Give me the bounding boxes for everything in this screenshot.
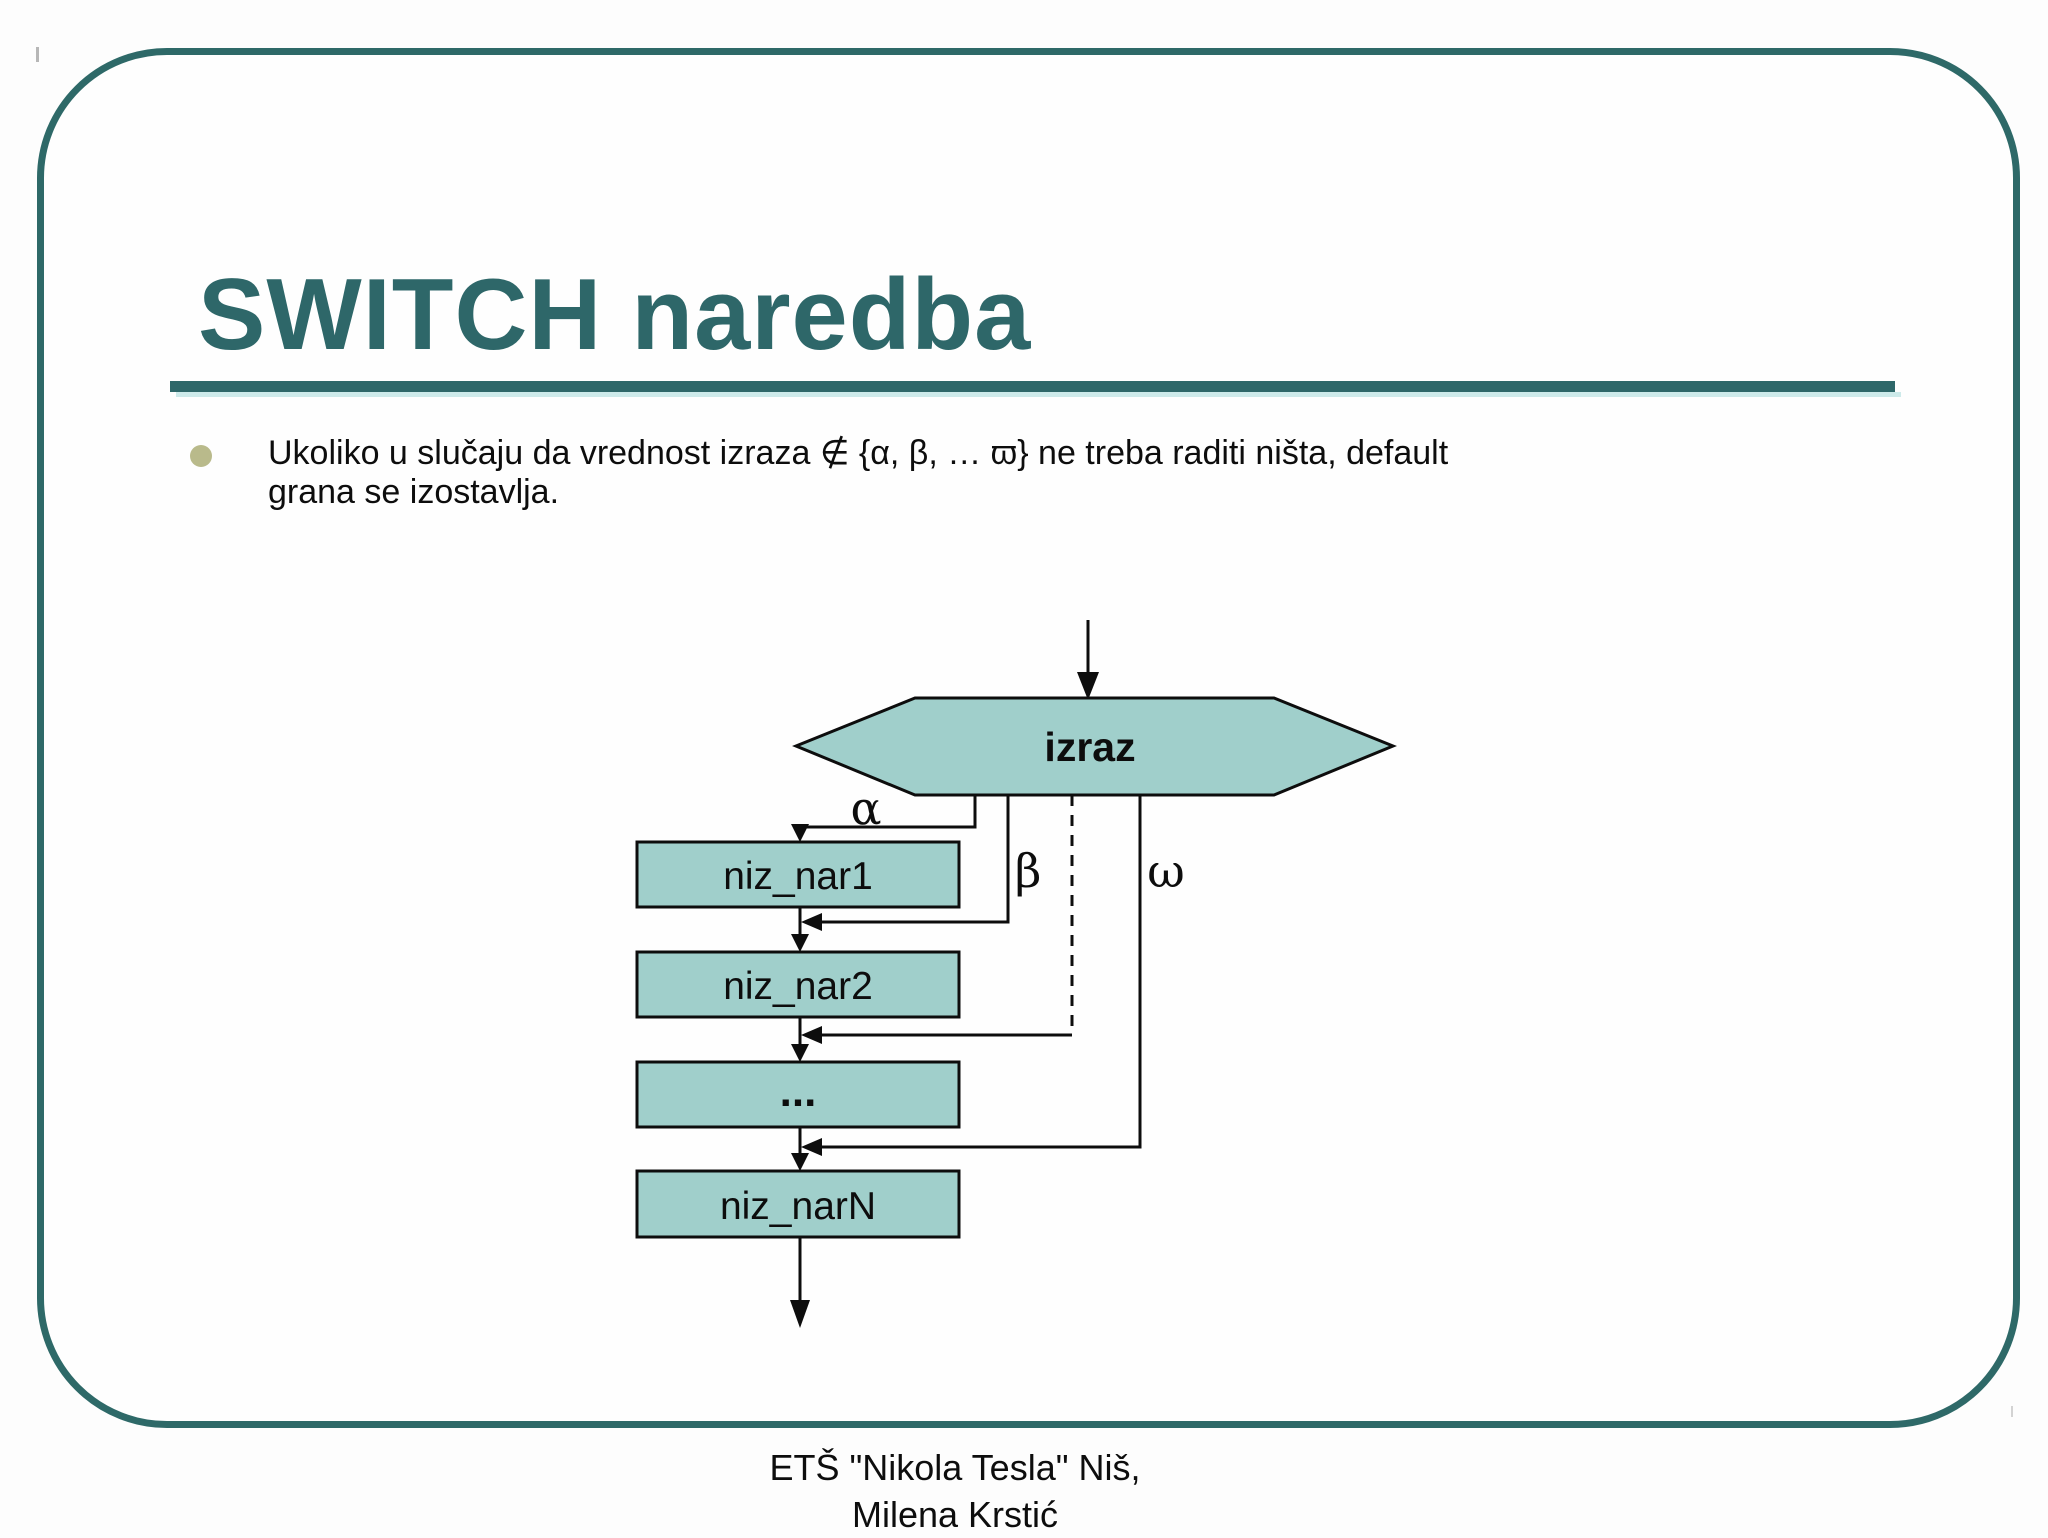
scan-artifact-top-left <box>36 47 39 62</box>
title-underline <box>170 381 1895 392</box>
entry-arrow <box>1077 620 1099 700</box>
decision-hexagon <box>792 696 1397 797</box>
connector-arrow-1 <box>791 907 809 952</box>
process-box-2-label: niz_nar2 <box>723 965 873 1008</box>
dashed-branch-line <box>801 795 1074 1044</box>
footer-line-2: Milena Krstić <box>851 1494 1059 1535</box>
process-box-ellipsis-label: ... <box>780 1067 817 1116</box>
process-box-1 <box>635 840 961 909</box>
process-box-n-label: niz_narN <box>720 1185 876 1228</box>
bullet-text: Ukoliko u slučaju da vrednost izraza ∉ {… <box>268 434 1888 512</box>
beta-branch-line <box>801 795 1010 931</box>
process-box-2 <box>635 950 961 1019</box>
connector-arrow-2 <box>791 1017 809 1062</box>
bullet-text-line-1: Ukoliko u slučaju da vrednost izraza ∉ {… <box>268 434 1449 472</box>
alpha-branch-line <box>791 795 977 842</box>
process-box-n <box>635 1169 961 1239</box>
connector-arrow-3 <box>791 1127 809 1171</box>
footer: ETŠ "Nikola Tesla" Niš, Milena Krstić <box>555 1444 1355 1538</box>
beta-branch-label: β <box>1015 844 1042 898</box>
alpha-branch-label: α <box>850 781 881 835</box>
omega-branch-label: ω <box>1147 844 1185 898</box>
process-box-1-label: niz_nar1 <box>723 855 873 898</box>
footer-line-1: ETŠ "Nikola Tesla" Niš, <box>769 1447 1141 1488</box>
title-underline-highlight <box>176 392 1901 397</box>
decision-label: izraz <box>1044 724 1135 770</box>
exit-arrow <box>790 1237 810 1328</box>
process-box-ellipsis <box>635 1060 961 1129</box>
bullet-icon <box>190 445 212 467</box>
page-title: SWITCH naredba <box>198 259 1032 371</box>
scan-artifact-bottom-right <box>2011 1406 2013 1417</box>
bullet-text-line-2: grana se izostavlja. <box>268 473 560 511</box>
omega-branch-line <box>801 795 1142 1156</box>
